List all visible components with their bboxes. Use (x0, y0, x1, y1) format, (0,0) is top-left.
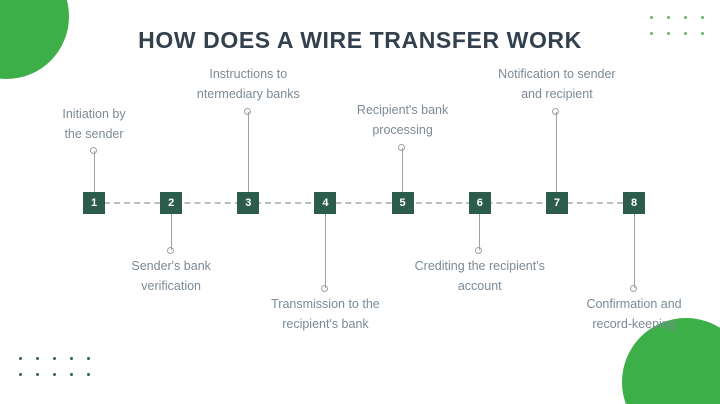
dot (694, 9, 711, 25)
dot (46, 366, 63, 382)
dot (46, 350, 63, 366)
timeline-step-label-7: Notification to sender and recipient (498, 67, 616, 101)
timeline-step-label-8: Confirmation and record-keeping (586, 297, 682, 331)
dot (63, 366, 80, 382)
connector-pin-2 (166, 214, 176, 254)
timeline-axis (104, 202, 623, 204)
connector-pin-1 (89, 147, 99, 192)
timeline-step-7[interactable]: 7 (545, 192, 568, 214)
pin-knob-icon (629, 285, 637, 292)
dot (12, 366, 29, 382)
timeline-step-6[interactable]: 6 (468, 192, 491, 214)
dot (643, 9, 660, 25)
pin-knob-icon (475, 247, 483, 254)
pin-knob-icon (243, 108, 251, 115)
decorative-dot-grid-bottom-left (12, 350, 97, 382)
pin-knob-icon (398, 144, 406, 151)
dot (12, 350, 29, 366)
timeline-step-label-6: Crediting the recipient's account (414, 259, 545, 293)
timeline-step-3[interactable]: 3 (237, 192, 260, 214)
pin-knob-icon (89, 147, 97, 154)
dot (660, 25, 677, 41)
pin-knob-icon (166, 247, 174, 254)
timeline-step-5[interactable]: 5 (391, 192, 414, 214)
connector-pin-5 (398, 144, 407, 192)
pin-stem (402, 148, 404, 192)
timeline-step-label-4: Transmission to the recipient's bank (271, 297, 380, 331)
dot (643, 25, 660, 41)
timeline-step-label-2: Sender's bank verification (131, 259, 211, 293)
dot (80, 350, 97, 366)
dot (63, 350, 80, 366)
timeline-step-4[interactable]: 4 (314, 192, 337, 214)
dot (80, 366, 97, 382)
connector-pin-4 (320, 214, 330, 292)
timeline-step-2[interactable]: 2 (160, 192, 183, 214)
decorative-dot-grid-top-right (643, 9, 711, 41)
dot (677, 9, 694, 25)
pin-stem (479, 214, 481, 250)
page-title: HOW DOES A WIRE TRANSFER WORK (138, 27, 582, 53)
timeline-step-label-5: Recipient's bank processing (356, 103, 449, 137)
dot (660, 9, 677, 25)
timeline-step-8[interactable]: 8 (623, 192, 646, 214)
pin-stem (93, 151, 95, 192)
dot (29, 366, 46, 382)
pin-knob-icon (552, 108, 560, 115)
timeline-step-label-3: Instructions to ntermediary banks (196, 67, 300, 101)
timeline-step-label-1: Initiation by the sender (62, 107, 126, 141)
connector-pin-6 (475, 214, 484, 254)
pin-stem (247, 112, 249, 192)
timeline-step-1[interactable]: 1 (83, 192, 105, 214)
pin-stem (324, 214, 326, 288)
pin-knob-icon (320, 285, 328, 292)
connector-pin-8 (629, 214, 639, 292)
dot (29, 350, 46, 366)
dot (694, 25, 711, 41)
pin-stem (170, 214, 172, 250)
connector-pin-7 (552, 108, 561, 192)
dot (677, 25, 694, 41)
pin-stem (633, 214, 635, 288)
pin-stem (556, 112, 558, 192)
connector-pin-3 (243, 108, 253, 192)
